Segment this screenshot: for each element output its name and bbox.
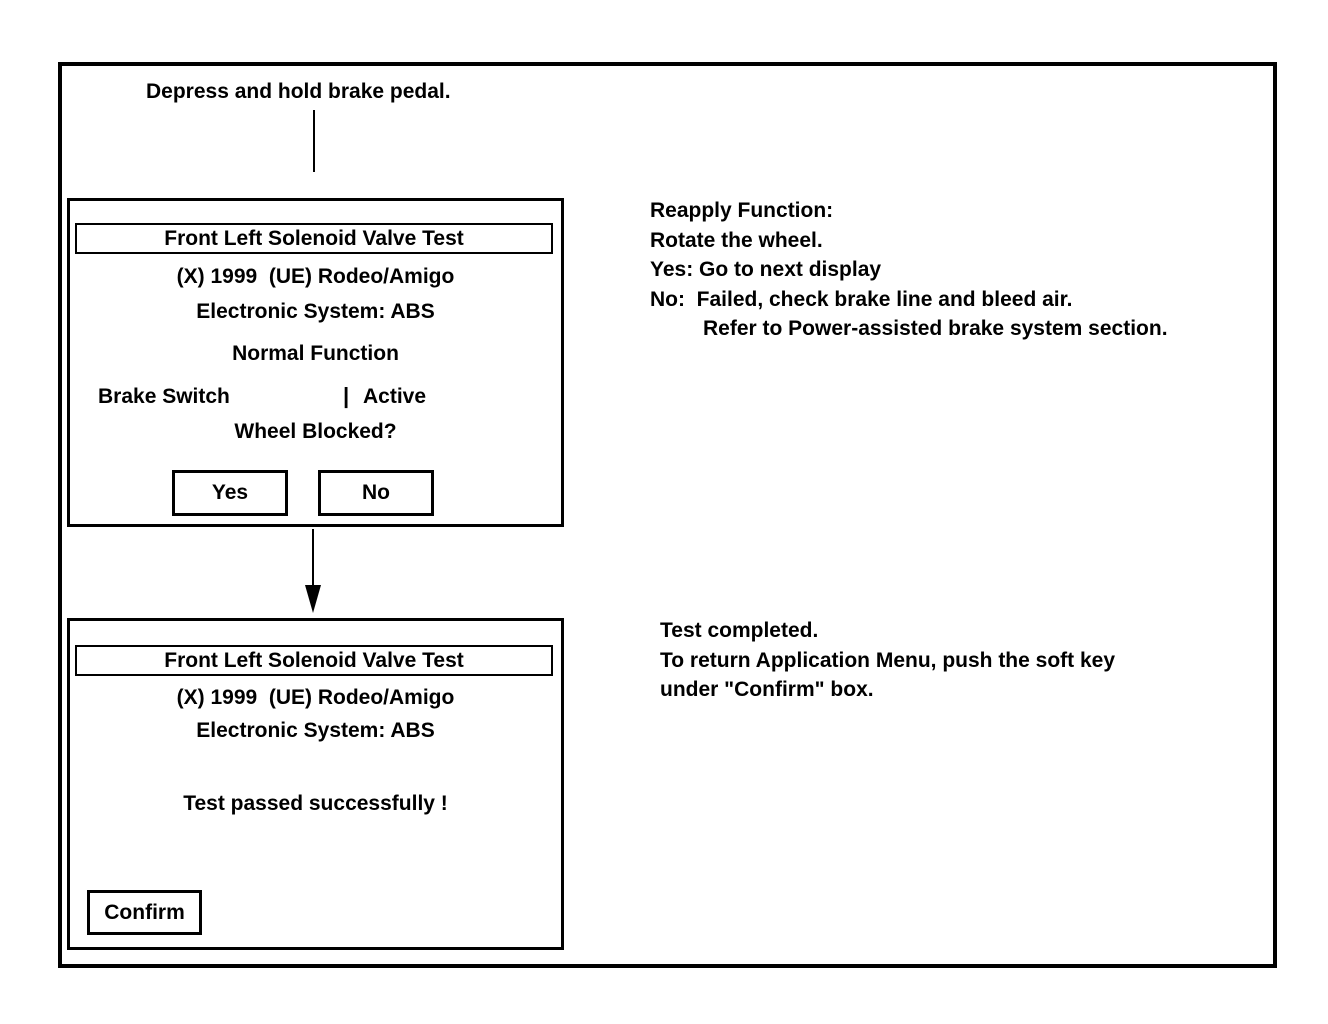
- screen1-status-value: Active: [363, 385, 427, 408]
- note1-line: Refer to Power-assisted brake system sec…: [703, 317, 1168, 340]
- tester-screen-1: Front Left Solenoid Valve Test (X) 1999 …: [67, 198, 564, 527]
- note1-line: Yes: Go to next display: [650, 258, 882, 281]
- note1-line: No: Failed, check brake line and bleed a…: [650, 287, 1073, 311]
- arrow-down-icon: [305, 529, 321, 615]
- screen1-title: Front Left Solenoid Valve Test: [75, 223, 553, 254]
- arrow-shaft: [313, 110, 315, 172]
- arrow-shaft: [312, 529, 314, 587]
- note1-line: Rotate the wheel.: [650, 228, 823, 252]
- screen2-model-line: (X) 1999 (UE) Rodeo/Amigo: [176, 686, 455, 709]
- arrow-head: [305, 585, 321, 613]
- screen1-question: Wheel Blocked?: [234, 420, 397, 443]
- top-instruction-label: Depress and hold brake pedal.: [146, 80, 451, 103]
- confirm-button[interactable]: Confirm: [87, 890, 202, 935]
- screen2-title: Front Left Solenoid Valve Test: [75, 645, 553, 676]
- diagram-frame: Depress and hold brake pedal. Front Left…: [58, 62, 1277, 968]
- screen1-system-line: Electronic System: ABS: [196, 300, 435, 323]
- screen1-model-line: (X) 1999 (UE) Rodeo/Amigo: [176, 265, 455, 288]
- screen1-status-label: Brake Switch: [98, 385, 230, 408]
- test-completed-note: Test completed. To return Application Me…: [660, 616, 1115, 705]
- screen1-mode-line: Normal Function: [232, 342, 399, 365]
- reapply-note: Reapply Function: Rotate the wheel. Yes:…: [650, 196, 1168, 344]
- no-button[interactable]: No: [318, 470, 434, 516]
- note2-line: To return Application Menu, push the sof…: [660, 648, 1116, 672]
- note2-line: under "Confirm" box.: [660, 678, 874, 701]
- screen2-system-line: Electronic System: ABS: [196, 719, 435, 742]
- yes-button[interactable]: Yes: [172, 470, 288, 516]
- note1-line: Reapply Function:: [650, 199, 834, 222]
- screen1-status-separator: |: [343, 383, 350, 408]
- screen2-result-line: Test passed successfully !: [183, 792, 448, 815]
- note2-line: Test completed.: [660, 619, 819, 642]
- tester-screen-2: Front Left Solenoid Valve Test (X) 1999 …: [67, 618, 564, 950]
